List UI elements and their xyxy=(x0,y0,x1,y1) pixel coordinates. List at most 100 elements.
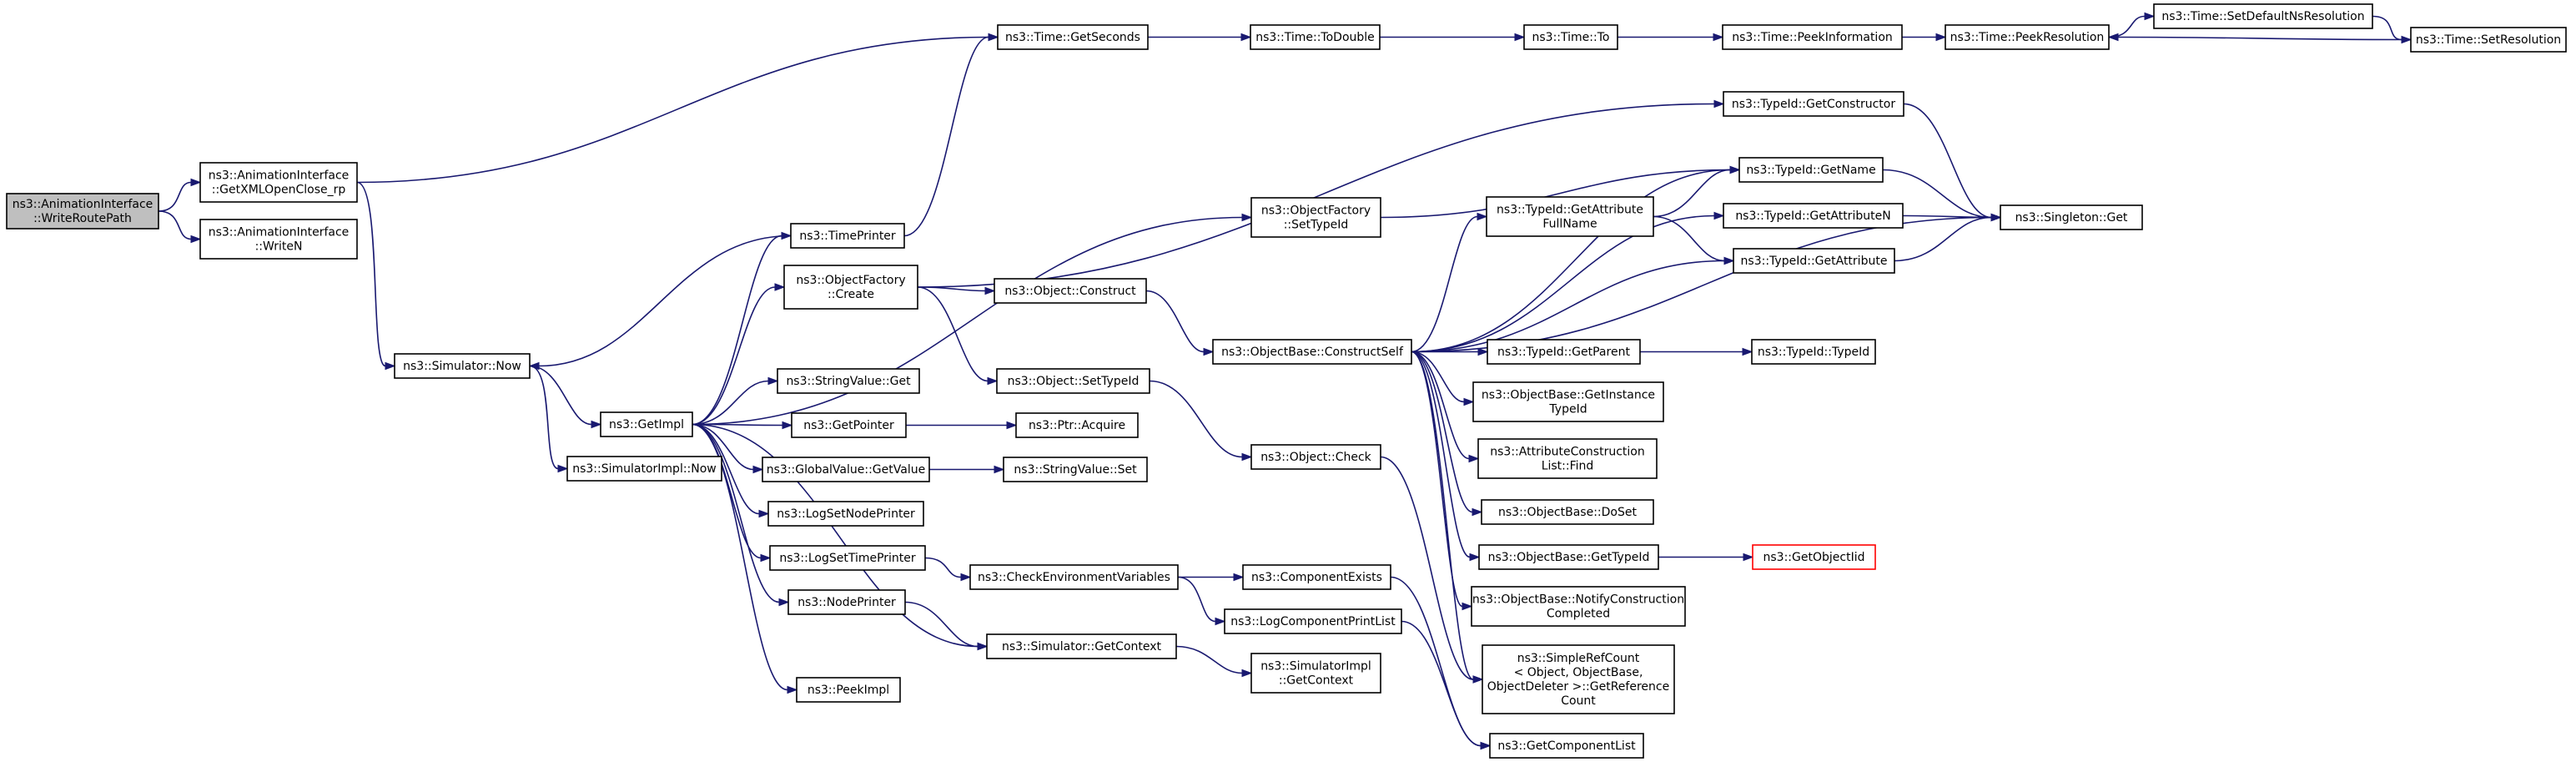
arrow-head-icon xyxy=(1241,452,1253,462)
node-label: ::WriteN xyxy=(255,240,303,254)
node-ns3-logsetnodeprinter[interactable]: ns3::LogSetNodePrinter xyxy=(767,501,924,527)
node-ns3-simplerefcount-object-objectbase-objectdeleter-getreference-count[interactable]: ns3::SimpleRefCount< Object, ObjectBase,… xyxy=(1482,644,1675,714)
node-ns3-objectbase-gettypeid[interactable]: ns3::ObjectBase::GetTypeId xyxy=(1478,544,1659,570)
node-ns3-time-todouble[interactable]: ns3::Time::ToDouble xyxy=(1250,24,1381,50)
node-ns3-simulator-now[interactable]: ns3::Simulator::Now xyxy=(394,353,531,379)
edge-n-simgetctx-to-n-simimplgetctx xyxy=(1175,645,1253,678)
edge-n-root-to-n-writen xyxy=(158,210,202,244)
node-ns3-logcomponentprintlist[interactable]: ns3::LogComponentPrintList xyxy=(1224,608,1402,634)
node-box xyxy=(1015,412,1139,438)
node-label: ns3::TypeId::GetAttributeN xyxy=(1735,209,1890,223)
edge-n-constructself-to-n-obgettypeid xyxy=(1411,351,1481,562)
node-label: ns3::GlobalValue::GetValue xyxy=(767,463,925,477)
node-ns3-objectfactory-settypeid[interactable]: ns3::ObjectFactory::SetTypeId xyxy=(1250,197,1381,238)
node-label: ns3::TypeId::GetConstructor xyxy=(1732,98,1895,111)
node-ns3-stringvalue-set[interactable]: ns3::StringValue::Set xyxy=(1003,457,1148,482)
node-label: ns3::LogSetNodePrinter xyxy=(777,507,915,521)
node-ns3-animationinterface-writeroutepath[interactable]: ns3::AnimationInterface::WriteRoutePath xyxy=(6,193,159,230)
node-ns3-getcomponentlist[interactable]: ns3::GetComponentList xyxy=(1489,733,1644,759)
node-ns3-objectbase-constructself[interactable]: ns3::ObjectBase::ConstructSelf xyxy=(1212,339,1412,365)
node-ns3-typeid-getparent[interactable]: ns3::TypeId::GetParent xyxy=(1487,339,1641,365)
node-ns3-simulator-getcontext[interactable]: ns3::Simulator::GetContext xyxy=(986,633,1177,659)
node-ns3-logsettimeprinter[interactable]: ns3::LogSetTimePrinter xyxy=(769,545,926,571)
edge-line xyxy=(692,286,776,426)
node-ns3-time-peekinformation[interactable]: ns3::Time::PeekInformation xyxy=(1722,24,1903,50)
node-label: ns3::Time::PeekInformation xyxy=(1732,31,1893,44)
node-ns3-object-construct[interactable]: ns3::Object::Construct xyxy=(994,278,1147,304)
node-box xyxy=(787,589,906,615)
node-ns3-typeid-getconstructor[interactable]: ns3::TypeId::GetConstructor xyxy=(1723,91,1904,117)
node-label: ns3::ObjectBase::NotifyConstruction xyxy=(1472,593,1684,607)
node-box xyxy=(600,411,693,437)
edge-n-constructself-to-n-simplerefcount xyxy=(1411,351,1484,684)
node-ns3-globalvalue-getvalue[interactable]: ns3::GlobalValue::GetValue xyxy=(762,457,930,482)
node-ns3-animationinterface-writen[interactable]: ns3::AnimationInterface::WriteN xyxy=(199,219,358,260)
arrow-head-icon xyxy=(190,235,202,244)
node-ns3-simulatorimpl-getcontext[interactable]: ns3::SimulatorImpl::GetContext xyxy=(1250,653,1381,694)
edge-n-getattr-to-n-singleton xyxy=(1894,213,2002,262)
node-box xyxy=(1733,248,1895,274)
node-label: ns3::StringValue::Set xyxy=(1014,463,1137,477)
node-ns3-peekimpl[interactable]: ns3::PeekImpl xyxy=(796,677,901,703)
node-box xyxy=(1723,203,1904,229)
node-ns3-objectbase-notifyconstruction-completed[interactable]: ns3::ObjectBase::NotifyConstructionCompl… xyxy=(1471,586,1686,627)
node-ns3-typeid-typeid[interactable]: ns3::TypeId::TypeId xyxy=(1751,339,1876,365)
edge-n-logcompprint-to-n-getcomplist xyxy=(1401,620,1492,750)
arrow-head-icon xyxy=(2144,12,2156,21)
node-box xyxy=(986,633,1177,659)
node-ns3-typeid-getattribute[interactable]: ns3::TypeId::GetAttribute xyxy=(1733,248,1895,274)
node-label: ns3::NodePrinter xyxy=(797,596,896,609)
node-ns3-objectbase-doset[interactable]: ns3::ObjectBase::DoSet xyxy=(1481,499,1654,525)
node-ns3-nodeprinter[interactable]: ns3::NodePrinter xyxy=(787,589,906,615)
node-ns3-objectfactory-create[interactable]: ns3::ObjectFactory::Create xyxy=(783,265,918,310)
node-box xyxy=(1487,339,1641,365)
node-ns3-time-peekresolution[interactable]: ns3::Time::PeekResolution xyxy=(1945,24,2110,50)
edge-line xyxy=(538,235,792,367)
edge-line xyxy=(692,423,783,426)
node-label: ns3::TypeId::GetAttribute xyxy=(1741,255,1888,268)
node-ns3-getpointer[interactable]: ns3::GetPointer xyxy=(791,412,907,438)
edge-line xyxy=(356,181,386,367)
arrow-head-icon xyxy=(760,553,772,563)
node-ns3-time-to[interactable]: ns3::Time::To xyxy=(1523,24,1618,50)
node-ns3-simulatorimpl-now[interactable]: ns3::SimulatorImpl::Now xyxy=(566,456,722,482)
node-box xyxy=(994,278,1147,304)
node-box xyxy=(1472,381,1664,422)
arrow-head-icon xyxy=(1468,454,1480,463)
node-ns3-getimpl[interactable]: ns3::GetImpl xyxy=(600,411,693,437)
edge-line xyxy=(692,423,754,471)
node-ns3-componentexists[interactable]: ns3::ComponentExists xyxy=(1242,564,1391,590)
node-ns3-typeid-getname[interactable]: ns3::TypeId::GetName xyxy=(1738,157,1884,183)
edge-line xyxy=(1894,216,1992,262)
node-ns3-getobjectiid[interactable]: ns3::GetObjectIid xyxy=(1752,544,1876,570)
node-ns3-singleton-get[interactable]: ns3::Singleton::Get xyxy=(2000,204,2143,230)
edge-line xyxy=(1411,214,1715,353)
node-ns3-time-setresolution[interactable]: ns3::Time::SetResolution xyxy=(2410,27,2567,53)
node-box xyxy=(783,265,918,310)
edge-line xyxy=(1401,620,1482,747)
edge-line xyxy=(1411,351,1463,608)
node-ns3-object-check[interactable]: ns3::Object::Check xyxy=(1250,444,1381,470)
edge-n-getimpl-to-n-nodeprinter xyxy=(692,423,790,607)
node-label: ns3::ComponentExists xyxy=(1251,571,1382,584)
edge-n-getimpl-to-n-objfcreate xyxy=(692,283,786,426)
node-label: ns3::ObjectBase::ConstructSelf xyxy=(1221,346,1404,359)
node-ns3-time-getseconds[interactable]: ns3::Time::GetSeconds xyxy=(997,24,1149,50)
node-ns3-ptr-acquire[interactable]: ns3::Ptr::Acquire xyxy=(1015,412,1139,438)
arrow-head-icon xyxy=(1514,33,1526,42)
node-ns3-time-setdefaultnsresolution[interactable]: ns3::Time::SetDefaultNsResolution xyxy=(2153,3,2373,29)
node-ns3-animationinterface-getxmlopenclose-rp[interactable]: ns3::AnimationInterface::GetXMLOpenClose… xyxy=(199,162,358,203)
arrow-head-icon xyxy=(591,420,602,429)
edge-n-getpointer-to-n-ptracquire xyxy=(906,421,1018,430)
node-ns3-typeid-getattributen[interactable]: ns3::TypeId::GetAttributeN xyxy=(1723,203,1904,229)
node-label: ns3::AnimationInterface xyxy=(13,198,153,211)
arrow-head-icon xyxy=(767,376,779,386)
node-ns3-stringvalue-get[interactable]: ns3::StringValue::Get xyxy=(777,368,920,394)
node-ns3-checkenvironmentvariables[interactable]: ns3::CheckEnvironmentVariables xyxy=(969,564,1179,590)
node-ns3-timeprinter[interactable]: ns3::TimePrinter xyxy=(790,223,905,249)
node-ns3-object-settypeid[interactable]: ns3::Object::SetTypeId xyxy=(996,368,1150,394)
edge-n-simnow-to-n-getimpl xyxy=(529,365,602,429)
